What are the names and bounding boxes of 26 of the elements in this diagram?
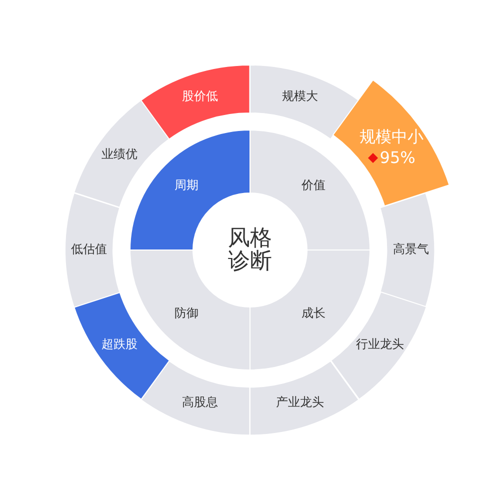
segment-label: 低估值 (71, 243, 107, 257)
ring-segment (74, 100, 170, 208)
ring-segment (141, 360, 250, 435)
segment-label: 业绩优 (102, 148, 138, 162)
segment-label: 周期 (174, 179, 198, 194)
segment-label: 高景气 (392, 243, 429, 257)
segment-label: 防御 (174, 306, 198, 321)
ring-segment (250, 360, 359, 435)
ring-segment (141, 65, 250, 140)
ring-segment (380, 192, 435, 308)
segment-label: 价值 (302, 179, 326, 194)
segment-label: 股价低 (182, 90, 218, 104)
percentage-label: 95% (380, 148, 416, 168)
ring-segment (333, 80, 450, 206)
ring-segment (74, 292, 170, 400)
segment-label: 行业龙头 (356, 338, 404, 352)
segment-label: 超跌股 (102, 338, 138, 352)
ring-segment (250, 65, 359, 140)
center-title: 风格诊断 (227, 226, 273, 274)
segment-label: 高股息 (182, 396, 218, 410)
ring-segment (65, 192, 120, 308)
segment-label: 规模中小 (360, 128, 424, 146)
segment-label: 产业龙头 (276, 396, 324, 410)
ring-segment (330, 292, 426, 400)
segment-label: 规模大 (282, 90, 318, 104)
segment-label: 成长 (302, 306, 326, 321)
